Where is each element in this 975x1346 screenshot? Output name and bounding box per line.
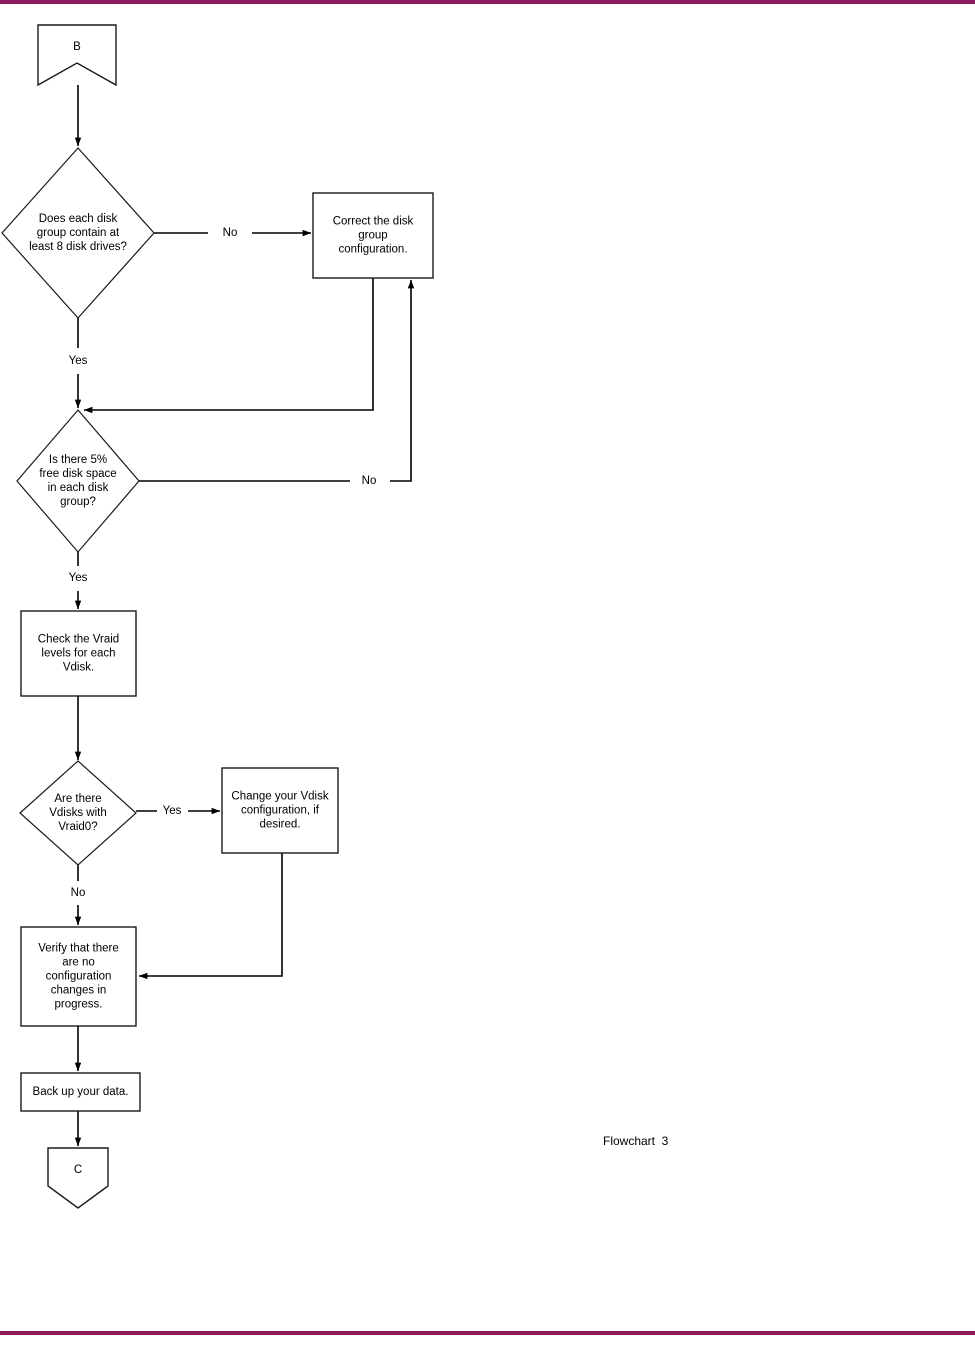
end-c[interactable]: C xyxy=(47,1147,109,1209)
node-text-line: group? xyxy=(60,496,96,508)
decision-vraid0-diamond[interactable] xyxy=(19,760,137,866)
process-correct-group[interactable]: Correct the disk group configuration. xyxy=(312,192,434,279)
edge-free-space-no-label: No xyxy=(362,475,377,487)
edge-vraid0-no: No xyxy=(71,865,86,926)
process-backup[interactable]: Back up your data. xyxy=(20,1072,141,1112)
decision-free-space-diamond[interactable] xyxy=(16,409,140,553)
edge-disk-count-no-label: No xyxy=(223,227,238,239)
node-text-line: Is there 5% xyxy=(49,454,107,466)
node-text-line: group xyxy=(358,230,387,242)
node-text-line: are no xyxy=(62,957,95,969)
page-rule-bottom xyxy=(0,1331,975,1335)
node-text-line: configuration xyxy=(46,971,112,983)
node-text-line: configuration. xyxy=(338,244,407,256)
end-c-plate[interactable] xyxy=(47,1147,109,1209)
process-check-vraid-box[interactable] xyxy=(20,610,137,697)
decision-disk-count[interactable]: Does each disk group contain at least 8 di… xyxy=(1,147,155,319)
process-change-vdisk[interactable]: Change your Vdisk configuration, if desire… xyxy=(221,767,339,854)
edge-disk-count-no: No xyxy=(154,227,312,239)
start-b-banner[interactable] xyxy=(37,24,117,87)
edge-free-space-yes: Yes xyxy=(69,552,88,610)
edge-free-space-no: No xyxy=(139,279,415,487)
node-text-line: least 8 disk drives? xyxy=(29,241,127,253)
node-text-line: Does each disk xyxy=(39,213,118,225)
process-verify-changes[interactable]: Verify that there are no configuration chan… xyxy=(20,926,137,1027)
edge-free-space-yes-label: Yes xyxy=(69,572,88,584)
node-text-line: changes in xyxy=(51,985,107,997)
edge-disk-count-yes-label: Yes xyxy=(69,355,88,367)
edge-vraid0-no-label: No xyxy=(71,887,86,899)
node-text-line: Back up your data. xyxy=(33,1086,129,1098)
node-text-line: Are there xyxy=(54,793,101,805)
node-text-line: Vraid0? xyxy=(58,821,97,833)
edge-change-vdisk-to-verify xyxy=(138,853,283,980)
process-verify-changes-box[interactable] xyxy=(20,926,137,1027)
node-text-line: configuration, if xyxy=(241,805,320,817)
decision-disk-count-diamond[interactable] xyxy=(1,147,155,319)
node-text-line: progress. xyxy=(55,999,103,1011)
node-text-line: Vdisks with xyxy=(49,807,107,819)
node-text-line: desired. xyxy=(260,819,301,831)
process-change-vdisk-box[interactable] xyxy=(221,767,339,854)
decision-free-space[interactable]: Is there 5% free disk space in each disk gr… xyxy=(16,409,140,553)
edge-correct-group-return xyxy=(83,278,374,414)
process-backup-box[interactable] xyxy=(20,1072,141,1112)
node-text-line: Change your Vdisk xyxy=(231,791,328,803)
node-text-line: in each disk xyxy=(48,482,109,494)
node-text-line: Vdisk. xyxy=(63,662,94,674)
page-rule-top xyxy=(0,0,975,4)
node-text-line: Correct the disk xyxy=(333,216,414,228)
start-b-label: B xyxy=(73,41,81,53)
start-b[interactable]: B xyxy=(37,24,117,87)
node-text-line: group contain at xyxy=(37,227,120,239)
edge-vraid0-yes: Yes xyxy=(136,805,221,817)
edge-vraid0-yes-label: Yes xyxy=(163,805,182,817)
flowchart-nodes: B Does each disk group contain at least 8 d… xyxy=(1,24,434,1209)
end-c-label: C xyxy=(74,1164,82,1176)
node-text-line: levels for each xyxy=(41,648,115,660)
process-correct-group-box[interactable] xyxy=(312,192,434,279)
flowchart-caption: Flowchart 3 xyxy=(603,1134,669,1148)
edge-disk-count-yes: Yes xyxy=(69,318,88,409)
node-text-line: Verify that there xyxy=(38,943,119,955)
node-text-line: free disk space xyxy=(39,468,116,480)
node-text-line: Check the Vraid xyxy=(38,634,119,646)
